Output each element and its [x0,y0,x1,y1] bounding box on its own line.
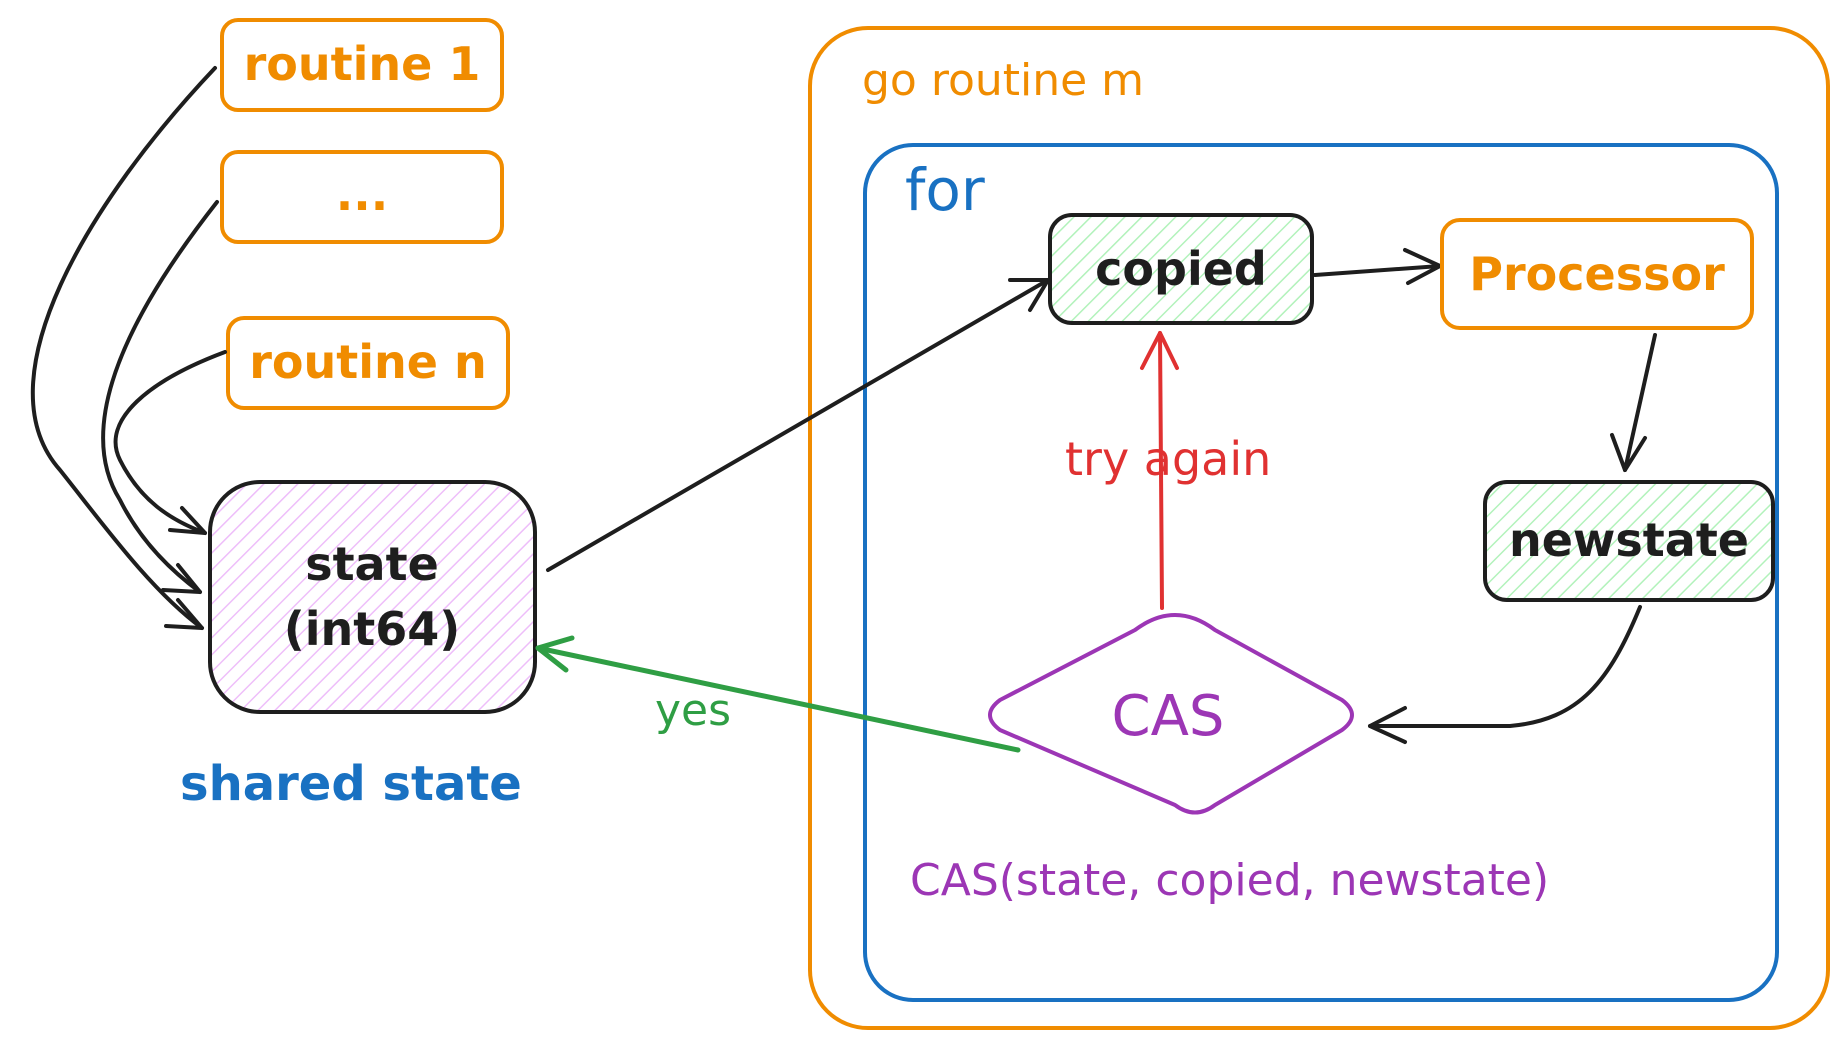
retry-arrow [1140,331,1179,610]
cas-label: CAS [1112,684,1225,749]
success-label: yes [655,685,731,736]
copied-box: copied [1048,213,1314,325]
routine-n-arrow [113,350,227,535]
routine-n-box: routine n [226,316,510,410]
retry-label: try again [1065,432,1271,486]
routine-n-label: routine n [249,335,487,389]
success-arrow-head [535,635,575,673]
routine-ellipsis-arrow [101,200,219,594]
cas-call-label: CAS(state, copied, newstate) [910,855,1549,906]
processor-to-newstate-arrow-head [1610,433,1647,472]
newstate-box: newstate [1483,480,1775,602]
for-loop-label: for [905,156,985,224]
routine-ellipsis-arrow-head [161,563,202,594]
copied-to-processor-arrow [1313,248,1442,285]
newstate-to-cas-arrow-head [1368,706,1407,744]
copied-label: copied [1095,242,1267,296]
routine-1-arrow-head [164,598,204,630]
processor-label: Processor [1469,247,1725,301]
shared-state-line1: state [305,537,439,591]
routine-arrows [30,66,227,630]
newstate-to-cas-arrow [1368,605,1642,744]
routine-n-arrow-head [168,506,207,535]
cas-decision-diamond: CAS [988,613,1354,815]
routine-ellipsis-label: ... [336,167,388,221]
processor-to-newstate-arrow [1610,333,1657,472]
routine-1-label: routine 1 [244,37,481,91]
state-to-copied-arrow [546,278,1050,572]
go-routine-container [808,26,1830,1030]
success-arrow [535,635,1021,753]
routine-1-arrow [30,66,217,630]
processor-box: Processor [1440,218,1754,330]
newstate-label: newstate [1509,513,1749,567]
retry-arrow-head [1140,331,1179,370]
shared-state-caption: shared state [180,756,522,812]
shared-state-box: state (int64) [208,480,537,714]
for-loop-container [863,143,1779,1002]
go-routine-title: go routine m [862,55,1144,106]
routine-ellipsis-box: ... [220,150,504,244]
routine-1-box: routine 1 [220,18,504,112]
shared-state-line2: (int64) [284,602,461,656]
